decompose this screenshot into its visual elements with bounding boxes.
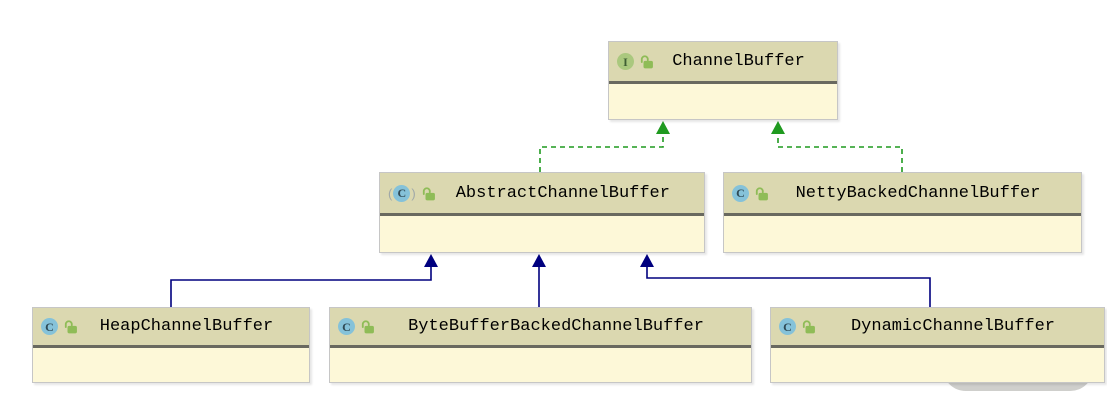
interface-icon: I (617, 53, 634, 70)
class-name-label: AbstractChannelBuffer (455, 183, 670, 203)
realization-edge (777, 133, 903, 172)
type-icon-letter: C (736, 186, 745, 200)
realization-arrowhead (656, 121, 670, 134)
class-icon: C (41, 318, 58, 335)
class-icon: C (732, 184, 749, 202)
node-header: ( C ) NettyBackedChannelBuffer (724, 173, 1081, 216)
class-icon: C (393, 184, 411, 202)
type-icon-letter: C (45, 319, 54, 334)
type-icon-letter: C (342, 319, 351, 334)
inheritance-edge (646, 266, 931, 307)
node-header: ( I ) ChannelBuffer (609, 42, 837, 84)
class-icon: C (338, 318, 355, 335)
node-HeapChannelBuffer[interactable]: ( C ) HeapChannelBuffer (32, 307, 310, 383)
class-name-label: HeapChannelBuffer (99, 317, 274, 336)
unlocked-lock-icon (422, 186, 435, 200)
unlocked-lock-icon (361, 320, 374, 334)
node-DynamicChannelBuffer[interactable]: ( C ) DynamicChannelBuffer (770, 307, 1105, 383)
class-name-label: ChannelBuffer (672, 52, 805, 71)
node-ChannelBuffer[interactable]: ( I ) ChannelBuffer (608, 41, 838, 120)
abstract-paren-close: ) (411, 185, 416, 201)
type-icon-letter: I (623, 54, 628, 69)
abstract-paren-open: ( (388, 185, 393, 201)
node-header: ( C ) ByteBufferBackedChannelBuffer (330, 308, 751, 348)
type-icon-letter: C (397, 186, 407, 200)
class-name-label: DynamicChannelBuffer (850, 317, 1056, 336)
node-AbstractChannelBuffer[interactable]: ( C ) AbstractChannelBuffer (379, 172, 705, 253)
node-header: ( C ) HeapChannelBuffer (33, 308, 309, 348)
class-icon: C (779, 318, 796, 335)
unlocked-lock-icon (802, 320, 815, 334)
inheritance-arrowhead (532, 254, 546, 267)
node-header: ( C ) AbstractChannelBuffer (380, 173, 704, 216)
unlocked-lock-icon (640, 55, 653, 69)
realization-edge (539, 133, 664, 172)
inheritance-edge (170, 266, 432, 307)
type-icon-letter: C (783, 319, 792, 334)
inheritance-arrowhead (424, 254, 438, 267)
class-name-label: NettyBackedChannelBuffer (795, 183, 1041, 203)
unlocked-lock-icon (64, 320, 77, 334)
unlocked-lock-icon (755, 186, 768, 200)
realization-arrowhead (771, 121, 785, 134)
class-name-label: ByteBufferBackedChannelBuffer (408, 317, 704, 336)
node-ByteBufferBackedChannelBuffer[interactable]: ( C ) ByteBufferBackedChannelBuffer (329, 307, 752, 383)
inheritance-arrowhead (640, 254, 654, 267)
node-header: ( C ) DynamicChannelBuffer (771, 308, 1104, 348)
node-NettyBackedChannelBuffer[interactable]: ( C ) NettyBackedChannelBuffer (723, 172, 1082, 253)
